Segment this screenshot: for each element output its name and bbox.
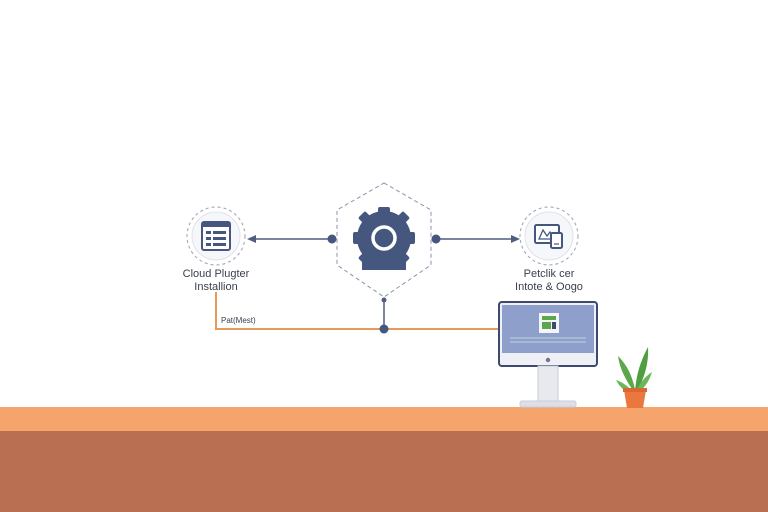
right-node-label: Petclik cer Intote & Oogo (479, 268, 619, 294)
monitor-icon (498, 301, 598, 408)
gear-icon (353, 207, 415, 270)
right-node (519, 206, 579, 266)
right-node-label-line2: Intote & Oogo (515, 281, 583, 293)
left-node (186, 206, 246, 266)
center-node (336, 182, 432, 298)
connector-junction-dot (379, 324, 389, 334)
connector-line (215, 292, 500, 330)
left-node-label-line1: Cloud Plugter (182, 268, 250, 280)
left-node-label-line2: Installion (194, 281, 238, 293)
desk-front (0, 431, 768, 512)
connector-label: Pat(Mest) (221, 316, 256, 325)
right-node-label-line1: Petclik cer (523, 268, 575, 280)
browser-list-icon (201, 221, 231, 251)
apple-icon (545, 357, 551, 363)
desk-top (0, 407, 768, 431)
arrow-to-left-node (247, 234, 337, 244)
plant-icon (616, 347, 652, 408)
center-stem-top-dot (381, 297, 387, 303)
devices-icon (534, 224, 563, 249)
left-node-label: Cloud Plugter Installion (146, 268, 286, 294)
arrow-to-right-node (431, 234, 520, 244)
